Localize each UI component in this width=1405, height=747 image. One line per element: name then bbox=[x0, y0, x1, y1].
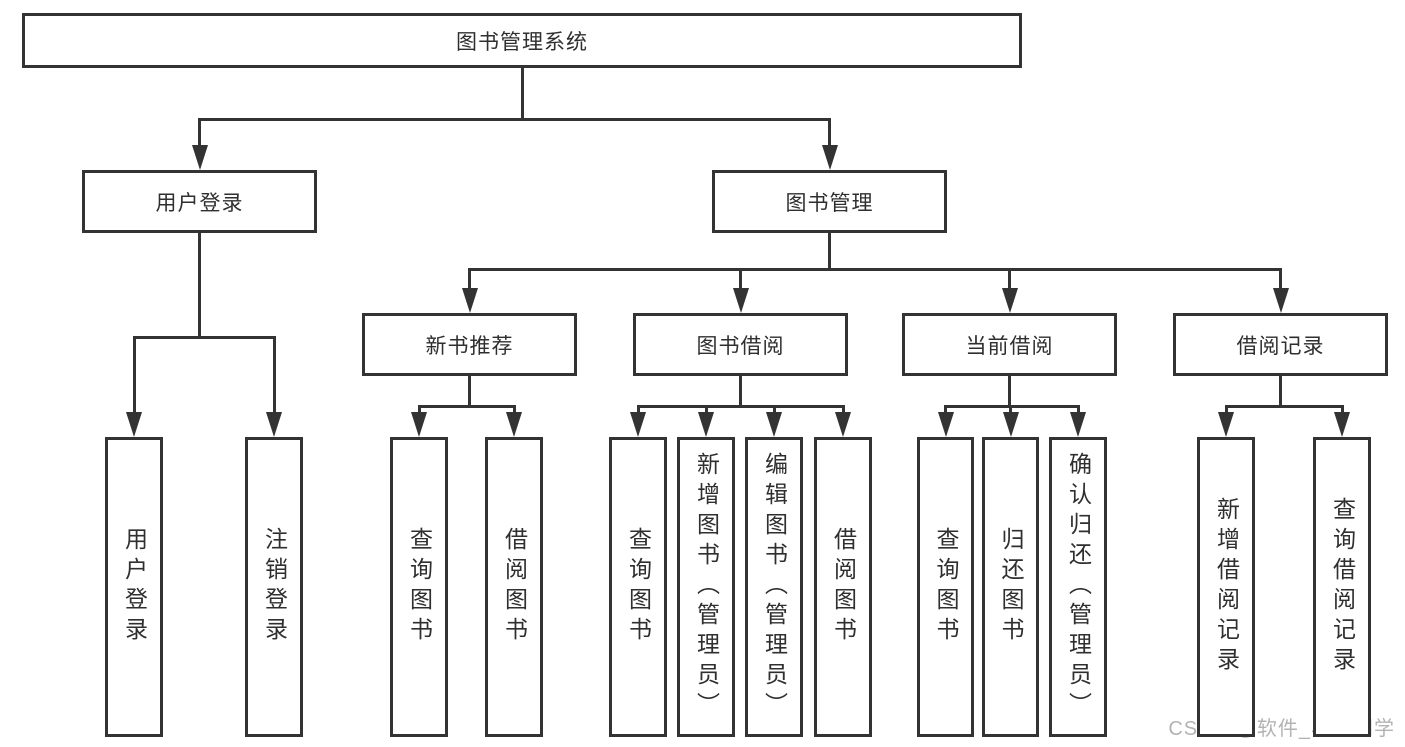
arrow-down-icon bbox=[835, 412, 851, 437]
connector-line bbox=[1008, 268, 1011, 295]
node-leaf-user-login: 用户登录 bbox=[105, 437, 163, 737]
connector-line bbox=[828, 232, 831, 271]
node-label-leaf-return-book: 归还图书 bbox=[998, 527, 1024, 647]
connector-line bbox=[828, 118, 831, 152]
connector-line bbox=[198, 118, 831, 121]
node-label-leaf-user-login: 用户登录 bbox=[121, 527, 148, 647]
node-leaf-query-books-borrow: 查询图书 bbox=[609, 437, 667, 737]
node-label-user-login: 用户登录 bbox=[155, 191, 244, 215]
node-label-leaf-add-book-admin: 新增图书（管理员） bbox=[693, 452, 720, 722]
node-leaf-query-books-rec: 查询图书 bbox=[390, 437, 448, 737]
connector-line bbox=[1279, 268, 1282, 295]
arrow-down-icon bbox=[506, 412, 522, 437]
node-leaf-return-book: 归还图书 bbox=[982, 437, 1039, 737]
arrow-down-icon bbox=[766, 412, 782, 437]
node-label-leaf-query-books-current: 查询图书 bbox=[933, 527, 959, 647]
arrow-down-icon bbox=[126, 412, 142, 437]
node-leaf-add-book-admin: 新增图书（管理员） bbox=[677, 437, 735, 737]
node-new-book-rec: 新书推荐 bbox=[362, 313, 577, 376]
arrow-down-icon bbox=[698, 412, 714, 437]
connector-line bbox=[468, 268, 1282, 271]
connector-line bbox=[520, 67, 524, 121]
connector-line bbox=[198, 232, 201, 339]
node-leaf-query-books-current: 查询图书 bbox=[917, 437, 974, 737]
node-leaf-borrow-books-borrow: 借阅图书 bbox=[814, 437, 872, 737]
connector-line bbox=[739, 268, 742, 295]
arrow-down-icon bbox=[1272, 288, 1289, 313]
connector-line bbox=[132, 336, 276, 339]
node-borrow-records: 借阅记录 bbox=[1173, 313, 1388, 376]
arrow-down-icon bbox=[461, 288, 478, 313]
arrow-down-icon bbox=[191, 145, 208, 170]
connector-line bbox=[198, 118, 201, 152]
node-label-leaf-query-books-rec: 查询图书 bbox=[406, 527, 433, 647]
connector-line bbox=[1008, 375, 1011, 408]
arrow-down-icon bbox=[937, 412, 954, 437]
node-book-mgmt: 图书管理 bbox=[712, 170, 947, 233]
arrow-down-icon bbox=[266, 412, 282, 437]
node-label-leaf-borrow-books-borrow: 借阅图书 bbox=[830, 527, 857, 647]
node-leaf-confirm-return: 确认归还（管理员） bbox=[1049, 437, 1107, 737]
connector-line bbox=[636, 405, 845, 408]
arrow-down-icon bbox=[1002, 412, 1019, 437]
arrow-down-icon bbox=[630, 412, 646, 437]
node-leaf-logout: 注销登录 bbox=[245, 437, 303, 737]
node-leaf-query-borrow-record: 查询借阅记录 bbox=[1313, 437, 1371, 737]
node-root: 图书管理系统 bbox=[22, 13, 1022, 68]
arrow-down-icon bbox=[411, 412, 427, 437]
node-leaf-add-borrow-record: 新增借阅记录 bbox=[1197, 437, 1255, 737]
node-label-borrow-records: 借阅记录 bbox=[1236, 334, 1325, 358]
arrow-down-icon bbox=[1218, 412, 1234, 437]
node-label-book-mgmt: 图书管理 bbox=[785, 191, 874, 215]
node-book-borrow: 图书借阅 bbox=[633, 313, 848, 376]
connector-line bbox=[417, 405, 516, 408]
connector-line bbox=[132, 336, 136, 419]
node-label-leaf-add-borrow-record: 新增借阅记录 bbox=[1213, 497, 1240, 677]
arrow-down-icon bbox=[821, 145, 838, 170]
node-label-root: 图书管理系统 bbox=[456, 30, 588, 54]
node-leaf-edit-book-admin: 编辑图书（管理员） bbox=[745, 437, 803, 737]
node-label-new-book-rec: 新书推荐 bbox=[425, 334, 514, 358]
arrow-down-icon bbox=[1070, 412, 1086, 437]
connector-line bbox=[468, 375, 471, 408]
node-current-borrow: 当前借阅 bbox=[902, 313, 1117, 376]
arrow-down-icon bbox=[1334, 412, 1350, 437]
node-label-leaf-query-borrow-record: 查询借阅记录 bbox=[1329, 497, 1356, 677]
node-label-leaf-query-books-borrow: 查询图书 bbox=[625, 527, 652, 647]
node-user-login: 用户登录 bbox=[82, 170, 317, 233]
arrow-down-icon bbox=[732, 288, 749, 313]
node-leaf-borrow-books-rec: 借阅图书 bbox=[485, 437, 543, 737]
node-label-leaf-borrow-books-rec: 借阅图书 bbox=[501, 527, 528, 647]
node-label-leaf-confirm-return: 确认归还（管理员） bbox=[1065, 452, 1092, 722]
connector-line bbox=[1279, 375, 1282, 408]
arrow-down-icon bbox=[1001, 288, 1018, 313]
connector-line bbox=[272, 336, 276, 419]
connector-line bbox=[739, 375, 742, 408]
node-label-current-borrow: 当前借阅 bbox=[965, 334, 1054, 358]
connector-line bbox=[468, 268, 471, 295]
connector-line bbox=[1224, 405, 1344, 408]
node-label-leaf-logout: 注销登录 bbox=[261, 527, 288, 647]
node-label-leaf-edit-book-admin: 编辑图书（管理员） bbox=[761, 452, 788, 722]
node-label-book-borrow: 图书借阅 bbox=[696, 334, 785, 358]
